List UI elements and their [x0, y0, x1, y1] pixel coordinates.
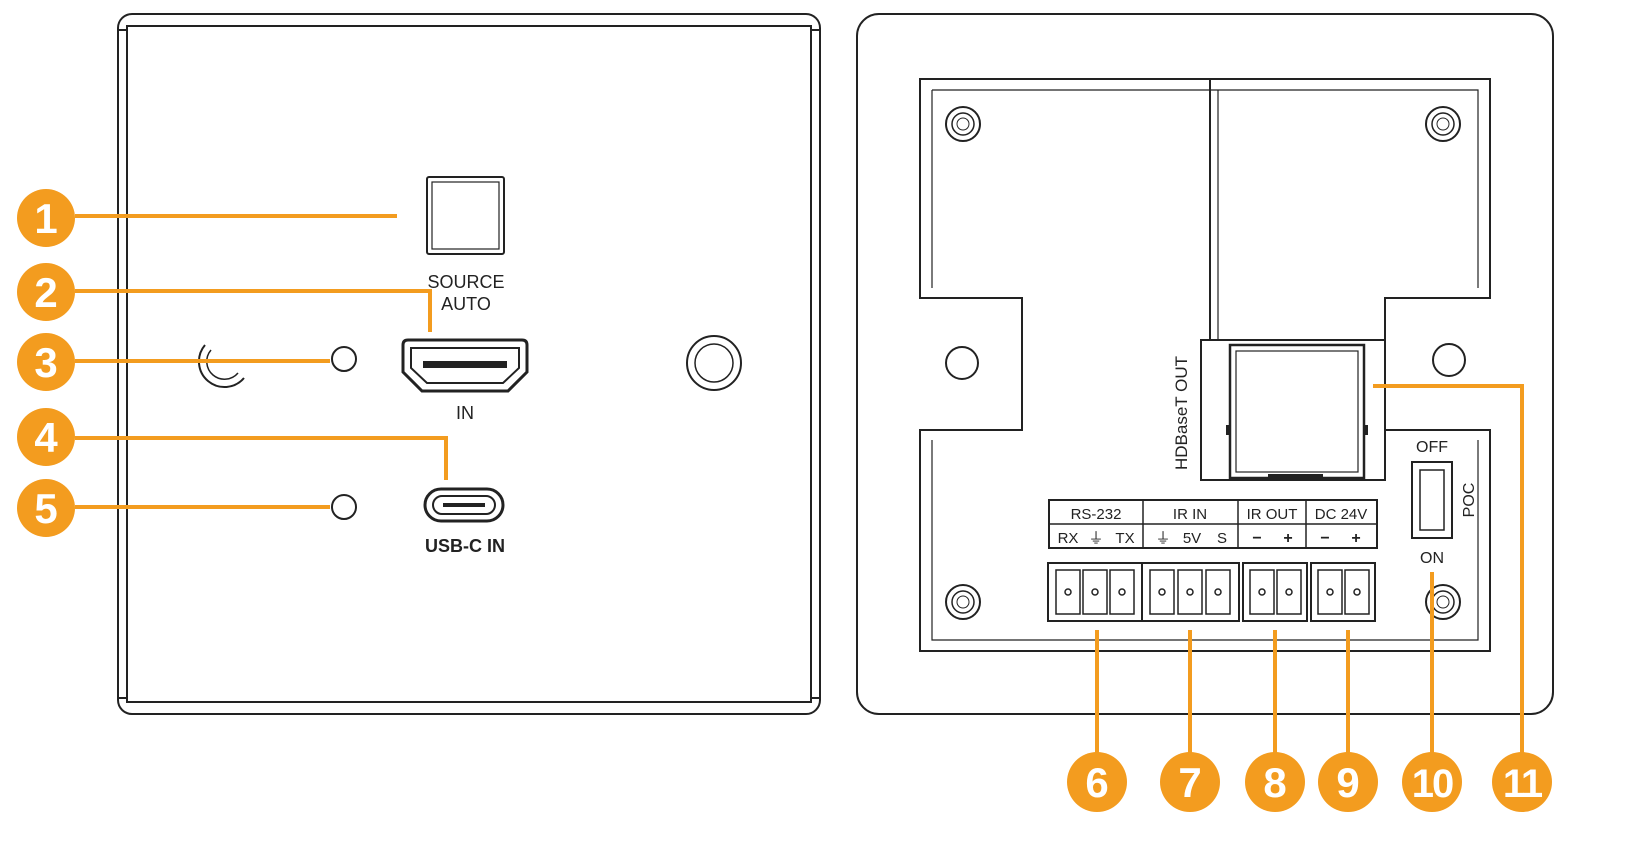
callout-line-11: [1373, 384, 1524, 760]
screw-top-left: [945, 106, 981, 142]
svg-text:5: 5: [34, 485, 57, 532]
pin-ir-in-s: S: [1217, 530, 1227, 547]
svg-text:7: 7: [1178, 759, 1201, 806]
button-label-source: SOURCE: [427, 272, 504, 292]
callout-lines: [75, 214, 1524, 760]
callout-badge-10: 10: [1402, 752, 1462, 812]
svg-text:4: 4: [34, 414, 58, 461]
right-mounting-hole: [686, 335, 742, 391]
left-mounting-hole: [198, 344, 245, 388]
terminal-group-rs232: RS-232: [1071, 506, 1122, 523]
callout-badge-8: 8: [1245, 752, 1305, 812]
led-indicator-1: [331, 346, 357, 372]
callout-badges: 1 2 3 4 5 6 7 8 9 10 11: [17, 189, 1552, 812]
usbc-label: USB-C IN: [425, 536, 505, 556]
callout-badge-9: 9: [1318, 752, 1378, 812]
pin-ir-in-5v: 5V: [1183, 530, 1201, 547]
pin-ir-out-plus: +: [1283, 530, 1292, 547]
poc-switch[interactable]: [1411, 461, 1453, 539]
svg-text:6: 6: [1085, 759, 1108, 806]
rear-panel: HDBaseT OUT OFF ON POC RS-232 IR IN IR O…: [856, 13, 1554, 715]
pin-ir-out-minus: −: [1252, 530, 1261, 547]
led-indicator-2: [331, 494, 357, 520]
terminal-group-dc24v: DC 24V: [1315, 506, 1368, 523]
hdbaset-label: HDBaseT OUT: [1172, 356, 1191, 470]
terminal-label-table: RS-232 IR IN IR OUT DC 24V RX ⏚ TX ⏚ 5V …: [1048, 499, 1378, 549]
callout-badge-7: 7: [1160, 752, 1220, 812]
rear-hole-right: [1432, 343, 1466, 377]
callout-badge-5: 5: [17, 479, 75, 537]
terminal-group-ir-out: IR OUT: [1247, 506, 1298, 523]
rear-hole-left: [945, 346, 979, 380]
pin-rs232-tx: TX: [1115, 530, 1134, 547]
callout-badge-2: 2: [17, 263, 75, 321]
terminal-block-dc24v[interactable]: [1310, 562, 1376, 622]
callout-line-2: [75, 289, 432, 332]
terminal-block-rs232[interactable]: [1047, 562, 1143, 622]
svg-text:11: 11: [1503, 762, 1543, 806]
hdbaset-out-port[interactable]: [1200, 339, 1386, 481]
usbc-in-port[interactable]: [423, 487, 505, 523]
source-auto-button[interactable]: [426, 176, 505, 255]
pin-ir-in-ground: ⏚: [1155, 530, 1170, 547]
callout-badge-6: 6: [1067, 752, 1127, 812]
pin-dc24v-minus: −: [1320, 530, 1329, 547]
button-label-auto: AUTO: [441, 294, 491, 314]
callout-badge-4: 4: [17, 408, 75, 466]
front-panel: SOURCE AUTO IN USB-C IN: [117, 13, 821, 715]
terminal-block-ir-out[interactable]: [1242, 562, 1308, 622]
svg-text:3: 3: [34, 339, 57, 386]
svg-text:2: 2: [34, 269, 57, 316]
switch-off-label: OFF: [1416, 439, 1448, 456]
callout-badge-11: 11: [1492, 752, 1552, 812]
svg-text:10: 10: [1412, 762, 1453, 806]
hdmi-label: IN: [456, 403, 474, 423]
svg-text:9: 9: [1336, 759, 1359, 806]
pin-dc24v-plus: +: [1351, 530, 1360, 547]
terminal-block-ir-in[interactable]: [1141, 562, 1240, 622]
poc-label: POC: [1461, 483, 1478, 518]
screw-top-right: [1425, 106, 1461, 142]
callout-line-4: [75, 436, 448, 480]
terminal-group-ir-in: IR IN: [1173, 506, 1207, 523]
svg-text:8: 8: [1263, 759, 1286, 806]
hdmi-in-port[interactable]: [401, 338, 529, 393]
callout-badge-3: 3: [17, 333, 75, 391]
pin-rs232-ground: ⏚: [1088, 530, 1103, 547]
svg-text:1: 1: [34, 195, 57, 242]
pin-rs232-rx: RX: [1058, 530, 1079, 547]
switch-on-label: ON: [1420, 550, 1444, 567]
callout-badge-1: 1: [17, 189, 75, 247]
screw-bottom-left: [945, 584, 981, 620]
